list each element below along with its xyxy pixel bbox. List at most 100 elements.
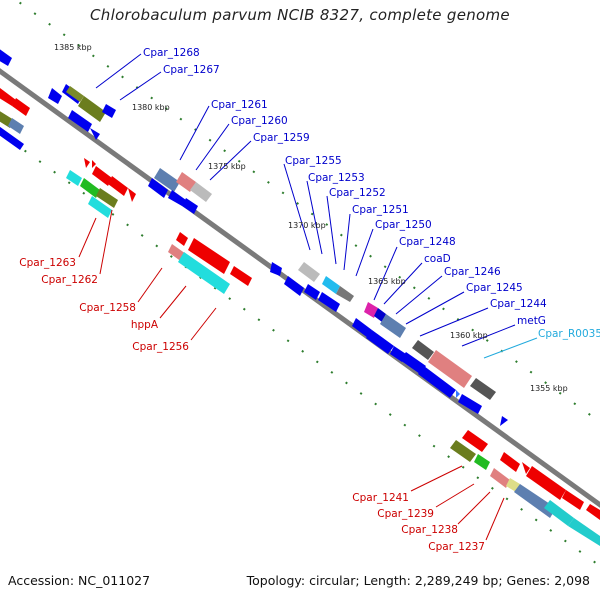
gene-block[interactable] (96, 188, 118, 208)
gene-label[interactable]: coaD (424, 253, 451, 265)
scale-labels: 1385 kbp 1380 kbp 1375 kbp 1370 kbp 1365… (54, 43, 568, 393)
gene-label[interactable]: Cpar_1255 (285, 155, 342, 167)
gene-block[interactable] (128, 188, 136, 202)
gene-block[interactable] (470, 378, 496, 400)
gene-block[interactable] (182, 198, 198, 214)
gene-block[interactable] (366, 330, 394, 354)
gene-block[interactable] (284, 276, 304, 296)
gene-block[interactable] (78, 96, 106, 122)
gene-block[interactable] (66, 86, 84, 102)
gene-block[interactable] (0, 124, 24, 150)
gene-block[interactable] (176, 172, 196, 192)
gene-block[interactable] (80, 178, 100, 198)
gene-label[interactable]: Cpar_1252 (329, 187, 386, 199)
gene-block[interactable] (322, 276, 340, 294)
gene-block[interactable] (458, 394, 482, 414)
gene-label[interactable]: Cpar_1259 (253, 132, 310, 144)
gene-label[interactable]: hppA (131, 319, 159, 331)
gene-label[interactable]: Cpar_1268 (143, 47, 200, 59)
reverse-gene-labels: Cpar_1263 Cpar_1262 Cpar_1258 hppA Cpar_… (19, 257, 485, 553)
gene-label[interactable]: Cpar_1263 (19, 257, 76, 269)
gene-label[interactable]: Cpar_1248 (399, 236, 456, 248)
gene-block[interactable] (68, 110, 92, 132)
callout-line (95, 53, 142, 89)
gene-block[interactable] (92, 166, 112, 186)
gene-block[interactable] (374, 308, 386, 322)
gene-block[interactable] (178, 252, 230, 294)
gene-block[interactable] (562, 490, 584, 510)
map-title: Chlorobaculum parvum NCIB 8327, complete… (90, 6, 510, 24)
gene-block[interactable] (0, 48, 12, 66)
gene-block[interactable] (514, 484, 556, 518)
gene-block[interactable] (102, 104, 116, 118)
gene-block[interactable] (318, 292, 340, 312)
gene-block[interactable] (474, 454, 490, 470)
callout-line (283, 163, 311, 251)
gene-block[interactable] (88, 196, 112, 218)
gene-block[interactable] (66, 170, 82, 186)
gene-block[interactable] (154, 168, 180, 192)
gene-block[interactable] (304, 284, 320, 300)
gene-label[interactable]: Cpar_1260 (231, 115, 288, 127)
gene-block[interactable] (92, 160, 96, 168)
gene-label[interactable]: Cpar_1241 (352, 492, 409, 504)
gene-block[interactable] (428, 350, 472, 388)
gene-label[interactable]: Cpar_1239 (377, 508, 434, 520)
gene-label[interactable]: Cpar_1267 (163, 64, 220, 76)
gene-block[interactable] (380, 314, 406, 338)
gene-block[interactable] (108, 176, 128, 196)
tick-track-top (14, 0, 600, 423)
callout-line (195, 123, 230, 171)
gene-label[interactable]: Cpar_1251 (352, 204, 409, 216)
gene-label[interactable]: Cpar_R0035 (538, 328, 600, 340)
gene-label[interactable]: Cpar_1238 (401, 524, 458, 536)
callout-line (179, 105, 210, 161)
gene-block[interactable] (526, 466, 566, 500)
gene-block[interactable] (490, 468, 510, 488)
gene-block[interactable] (450, 440, 476, 462)
gene-block[interactable] (400, 352, 426, 374)
gene-block[interactable] (188, 238, 230, 274)
gene-block[interactable] (506, 478, 520, 492)
gene-block[interactable] (48, 88, 62, 104)
gene-block[interactable] (84, 158, 90, 168)
gene-block[interactable] (190, 182, 212, 202)
gene-block[interactable] (522, 462, 530, 474)
gene-label[interactable]: metG (517, 315, 546, 327)
gene-block[interactable] (270, 262, 282, 276)
gene-block[interactable] (90, 128, 100, 140)
gene-label[interactable]: Cpar_1244 (490, 298, 547, 310)
callout-line (119, 71, 162, 101)
gene-block[interactable] (176, 232, 188, 246)
gene-label[interactable]: Cpar_1246 (444, 266, 501, 278)
gene-label[interactable]: Cpar_1256 (132, 341, 189, 353)
gene-block[interactable] (298, 262, 320, 282)
gene-block[interactable] (544, 500, 574, 526)
gene-block[interactable] (336, 286, 354, 302)
gene-label[interactable]: Cpar_1245 (466, 282, 523, 294)
gene-label[interactable]: Cpar_1258 (79, 302, 136, 314)
gene-label[interactable]: Cpar_1250 (375, 219, 432, 231)
gene-block[interactable] (230, 266, 252, 286)
gene-block[interactable] (0, 88, 16, 106)
gene-block[interactable] (148, 178, 168, 198)
callout-line (99, 209, 113, 275)
gene-block[interactable] (462, 430, 488, 452)
gene-label[interactable]: Cpar_1262 (41, 274, 98, 286)
gene-block[interactable] (12, 98, 30, 116)
gene-label[interactable]: Cpar_1261 (211, 99, 268, 111)
gene-block[interactable] (456, 390, 460, 398)
gene-label[interactable]: Cpar_1253 (308, 172, 365, 184)
gene-block[interactable] (352, 318, 372, 338)
gene-block[interactable] (8, 118, 24, 134)
gene-block[interactable] (168, 190, 186, 206)
gene-block[interactable] (586, 504, 600, 520)
gene-block[interactable] (500, 452, 520, 472)
gene-block[interactable] (364, 302, 378, 318)
gene-block[interactable] (500, 416, 508, 426)
gene-block[interactable] (412, 340, 434, 360)
gene-label[interactable]: Cpar_1237 (428, 541, 485, 553)
gene-block[interactable] (568, 518, 600, 546)
callout-line (395, 275, 443, 315)
gene-block[interactable] (418, 366, 456, 398)
